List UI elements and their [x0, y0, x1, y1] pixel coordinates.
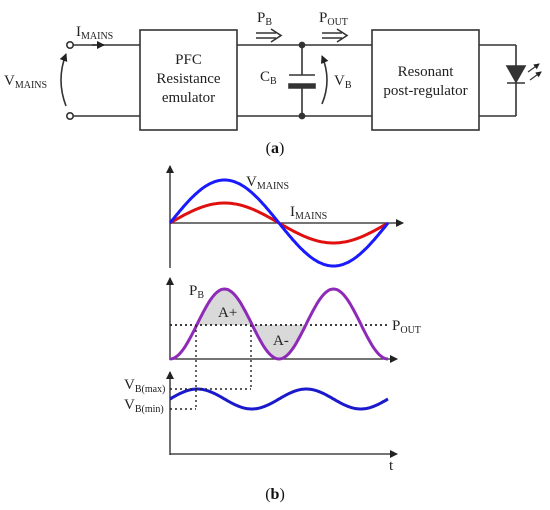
vmains-curve-label: VMAINS [246, 174, 289, 192]
resonant-box [371, 29, 480, 131]
resonant-box-line-1: Resonant [398, 64, 455, 80]
resonant-box-line-2: post-regulator [383, 83, 467, 99]
vmains-label: VMAINS [4, 73, 47, 91]
caption-b: (b) [265, 486, 285, 503]
area-a-plus-label: A+ [218, 305, 237, 321]
pb-label: PB [257, 10, 272, 28]
vmains-arrow [59, 53, 68, 107]
vb-label: VB [334, 73, 352, 91]
pout-label: POUT [319, 10, 348, 28]
cb-label: CB [260, 69, 277, 87]
circuit-diagram [59, 28, 542, 131]
led-icon [505, 65, 527, 84]
area-a-plus [197, 289, 252, 325]
waveform-labels: VMAINS IMAINS PB POUT A+ A- VB(max) VB(m… [124, 174, 421, 474]
imains-curve-label: IMAINS [290, 204, 327, 222]
guide-lines [170, 325, 252, 410]
pb-waveform [169, 287, 389, 361]
pb-flow-arrow [256, 28, 283, 43]
area-a-minus [251, 324, 307, 359]
imains-label: IMAINS [76, 24, 113, 42]
pfc-box [139, 29, 238, 131]
vbmin-label: VB(min) [124, 397, 164, 415]
vb-waveform [169, 387, 389, 411]
vmains-waveform [168, 178, 390, 268]
pout-flow-arrow [322, 28, 349, 43]
pfc-box-line-2: Resistance [156, 71, 220, 87]
circuit-labels: IMAINS VMAINS PB POUT CB VB PFC Resistan… [4, 10, 468, 106]
led-light-rays-icon [527, 63, 542, 81]
cap-plate-bottom [288, 83, 316, 89]
pout-level-label: POUT [392, 318, 421, 336]
area-a-minus-label: A- [273, 333, 289, 349]
pfc-box-line-1: PFC [175, 52, 202, 68]
pfc-box-line-3: emulator [162, 90, 215, 106]
caption-a: (a) [266, 140, 285, 157]
pb-curve-label: PB [189, 283, 204, 301]
vb-arrow [320, 55, 329, 105]
input-terminal-bottom [66, 112, 75, 121]
vbmax-label: VB(max) [124, 377, 165, 395]
time-axis-label: t [389, 458, 394, 474]
input-terminal-top [66, 40, 75, 49]
